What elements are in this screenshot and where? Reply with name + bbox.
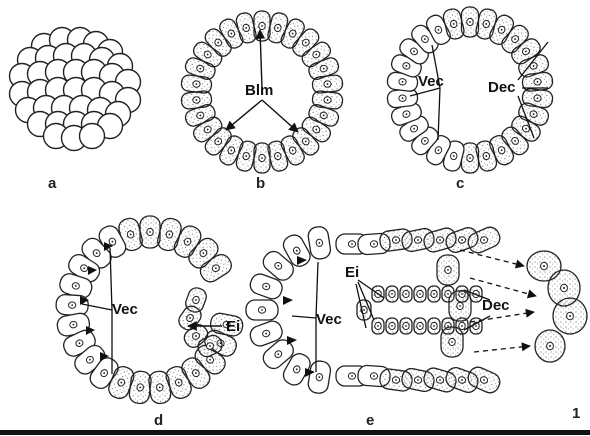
- embryo-cell: [437, 255, 459, 285]
- dec-label-c: Dec: [488, 79, 516, 96]
- embryo-cell: [56, 294, 89, 316]
- embryo-cell: [246, 300, 278, 320]
- embryo-cell: [386, 318, 398, 334]
- morula-cell-cluster: [10, 28, 141, 151]
- embryo-cell: [449, 291, 471, 321]
- embryo-cell: [522, 72, 554, 92]
- bottom-rule: [0, 430, 590, 435]
- embryo-cell: [181, 90, 213, 109]
- embryo-cell: [400, 286, 412, 302]
- blastula-differentiated-ring: [387, 7, 554, 173]
- embryo-cell: [400, 318, 412, 334]
- ei-label-d: Ei: [226, 318, 240, 335]
- embryo-cell: [414, 286, 426, 302]
- embryo-cell: [140, 216, 160, 248]
- figure-number: 1: [572, 405, 580, 422]
- gastrula-early: [56, 216, 245, 405]
- embryo-cell: [372, 318, 384, 334]
- embryo-cell: [441, 327, 463, 357]
- embryo-cell: [386, 286, 398, 302]
- vec-label-e: Vec: [316, 311, 342, 328]
- dec-label-e: Dec: [482, 297, 510, 314]
- blm-label: Blm: [245, 82, 273, 99]
- panel-label-b: b: [256, 175, 265, 192]
- embryo-cell: [428, 318, 440, 334]
- embryo-cell: [312, 74, 344, 93]
- gastrula-late: [246, 224, 503, 395]
- panel-label-d: d: [154, 412, 163, 429]
- panel-label-c: c: [456, 175, 464, 192]
- panel-label-a: a: [48, 175, 57, 192]
- panel-label-e: e: [366, 412, 374, 429]
- embryo-cell: [128, 370, 152, 404]
- detached-cell: [553, 298, 587, 334]
- vec-label-c: Vec: [418, 73, 444, 90]
- detached-cells: [527, 251, 587, 362]
- embryo-cell: [414, 318, 426, 334]
- embryo-cell: [307, 360, 332, 395]
- embryo-cell: [387, 88, 419, 108]
- embryo-cell: [428, 286, 440, 302]
- vec-label-d: Vec: [112, 301, 138, 318]
- embryo-cell: [307, 225, 332, 260]
- detached-cell: [535, 330, 565, 362]
- ei-label-e: Ei: [345, 264, 359, 281]
